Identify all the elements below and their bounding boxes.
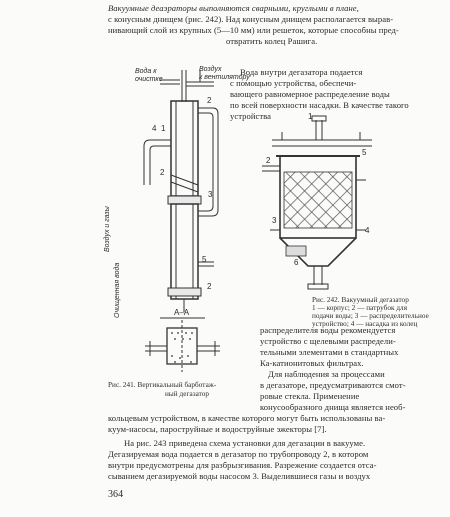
paragraph-line: распределителя воды рекомендуется	[260, 325, 396, 335]
diagram-number: 1	[161, 124, 166, 133]
paragraph-line: с помощью устройства, обеспечи-	[230, 78, 357, 88]
figure-241-caption: Рис. 241. Вертикальный барботаж-	[108, 381, 217, 389]
diagram-number: 3	[272, 216, 277, 225]
paragraph-line: Вакуумные деаэраторы выполняются сварным…	[108, 3, 359, 13]
diagram-number: 5	[202, 255, 207, 264]
paragraph-line: Дегазируемая вода подается в дегазатор п…	[108, 449, 369, 459]
paragraph-line: в дегазаторе, предусматриваются смот-	[260, 380, 406, 390]
diagram-number: 4	[152, 124, 157, 133]
paragraph-line: отвратить колец Рашига.	[226, 36, 318, 46]
diagram-number: 2	[207, 282, 212, 291]
diagram-number: 2	[160, 168, 165, 177]
paragraph-line: Вода внутри дегазатора подается	[240, 67, 363, 77]
figure-242-caption: 1 — корпус; 2 — патрубок для	[312, 304, 408, 312]
paragraph-line: внутри предусмотрены для разбрызгивания.…	[108, 460, 377, 470]
figure-241-caption: ный дегазатор	[165, 390, 210, 398]
diagram-number: 1	[308, 112, 313, 121]
diagram-number: 3	[208, 190, 213, 199]
diagram-label: Воздух	[199, 66, 222, 73]
paragraph-line: тельными элементами в стандартных	[260, 347, 399, 357]
paragraph-line: устройства	[230, 111, 271, 121]
diagram-label: к вентилятору	[199, 74, 250, 81]
figure-242-caption: устройство; 4 — насадка из колец	[312, 320, 418, 328]
paragraph-line: ровые стекла. Применение	[260, 391, 360, 401]
paragraph-line: конусообразного днища является необ-	[260, 402, 406, 412]
paragraph-line: сыванием дегазируемой воды насосом 3. Вы…	[108, 471, 371, 481]
diagram-number: 5	[362, 148, 367, 157]
figure-242-caption: Рис. 242. Вакуумный дегазатор	[312, 296, 409, 304]
paragraph-line: устройство с щелевыми распредели-	[260, 336, 396, 346]
diagram-number: 2	[266, 156, 271, 165]
diagram-label: очистке	[135, 76, 163, 83]
paragraph-line: кольцевым устройством, в качестве которо…	[108, 413, 386, 423]
paragraph-line: по всей поверхности насадки. В качестве …	[230, 100, 409, 110]
paragraph-line: Ка-катионитовых фильтрах.	[260, 358, 364, 368]
paragraph-line: вающего равномерное распределение воды	[230, 89, 390, 99]
figure-242-caption: подачи воды; 3 — распределительное	[312, 312, 429, 320]
page-number: 364	[108, 489, 124, 500]
diagram-number: 6	[294, 258, 299, 267]
paragraph-line: На рис. 243 приведена схема установки дл…	[124, 438, 366, 448]
section-label: А–А	[174, 308, 190, 317]
paragraph-line: нивающий слой из крупных (5—10 мм) или р…	[108, 25, 399, 35]
diagram-label: Вода к	[135, 68, 157, 75]
paragraph-line: Для наблюдения за процессами	[268, 369, 385, 379]
diagram-number: 2	[207, 96, 212, 105]
paragraph-line: куум-насосы, пароструйные и водоструйные…	[108, 424, 327, 434]
diagram-number: 4	[365, 226, 370, 235]
paragraph-line: с конусным днищем (рис. 242). Над конусн…	[108, 14, 394, 24]
